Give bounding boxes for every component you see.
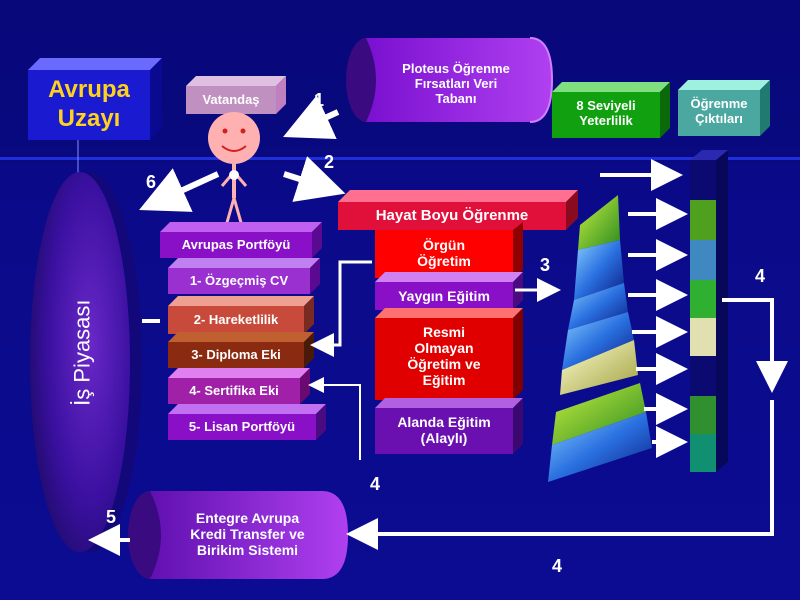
resmi-line1: Resmi xyxy=(422,324,466,340)
yeterlilik-line2: Yeterlilik xyxy=(579,112,633,128)
hayat-boyu-label: Hayat Boyu Öğrenme xyxy=(375,207,529,224)
is-piyasasi-label: İş Piyasası xyxy=(69,299,95,406)
qualification-pyramid xyxy=(548,195,652,482)
ciktilar-line1: Öğrenme xyxy=(690,96,748,111)
orgun-label: Örgün Öğretim xyxy=(375,237,513,269)
alanda-label: Alanda Eğitim (Alaylı) xyxy=(375,414,513,446)
resmi-olmayan-label: Resmi Olmayan Öğretim ve Eğitim xyxy=(375,324,513,388)
step-number-1: 1 xyxy=(314,90,325,110)
avrupa-uzayi-box xyxy=(28,58,162,140)
orgun-line2: Öğretim xyxy=(417,253,471,270)
arrow-output-down xyxy=(722,298,788,393)
avrupa-line1: Avrupa xyxy=(48,76,130,103)
portfolio-item-5: 5- Lisan Portföyü xyxy=(188,419,296,434)
ploteus-line1: Ploteus Öğrenme xyxy=(402,61,510,76)
entegre-line1: Entegre Avrupa xyxy=(195,510,300,526)
step-number-3: 3 xyxy=(540,255,551,275)
portfolio-item-2: 2- Hareketlilik xyxy=(193,312,279,327)
step-number-6: 6 xyxy=(146,172,157,192)
ciktilar-box xyxy=(678,80,770,136)
entegre-line3: Birikim Sistemi xyxy=(196,542,299,559)
alanda-line2: (Alaylı) xyxy=(420,430,468,447)
ciktilar-column xyxy=(690,150,728,472)
entegre-line2: Kredi Transfer ve xyxy=(190,526,305,543)
education-stack xyxy=(375,222,523,454)
ploteus-line3: Tabanı xyxy=(435,90,477,106)
ploteus-line2: Fırsatları Veri xyxy=(414,75,498,91)
orgun-line1: Örgün xyxy=(423,237,465,253)
resmi-line2: Olmayan xyxy=(414,340,474,357)
person-figure xyxy=(208,112,260,227)
arrow-2 xyxy=(283,156,346,202)
yeterlilik-box xyxy=(552,82,670,138)
arrow-4-return xyxy=(346,400,774,550)
resmi-line4: Eğitim xyxy=(422,372,466,389)
resmi-line3: Öğretim ve xyxy=(407,356,481,373)
is-piyasasi-cylinder xyxy=(30,172,142,552)
flow-arrows xyxy=(88,95,788,556)
arrow-1 xyxy=(283,95,340,139)
entegre-label: Entegre Avrupa Kredi Transfer ve Birikim… xyxy=(165,510,330,558)
avrupa-line2: Uzayı xyxy=(57,104,121,132)
ploteus-label: Ploteus Öğrenme Fırsatları Veri Tabanı xyxy=(380,61,532,107)
arrow-6 xyxy=(139,168,220,212)
avrupa-uzayi-title: Avrupa Uzayı xyxy=(28,76,150,134)
ciktilar-label: Öğrenme Çıktıları xyxy=(678,96,760,127)
entegre-scroll xyxy=(128,491,348,579)
arrow-sertifika xyxy=(308,377,361,460)
portfolio-item-4: 4- Sertifika Eki xyxy=(189,383,279,398)
yaygin-label: Yaygın Eğitim xyxy=(398,288,490,304)
yeterlilik-line1: 8 Seviyeli xyxy=(576,98,636,113)
ploteus-database xyxy=(346,37,554,123)
yeterlilik-label: 8 Seviyeli Yeterlilik xyxy=(552,98,660,129)
step-number-5: 5 xyxy=(106,507,117,527)
portfolio-item-0: Avrupas Portföyü xyxy=(181,237,291,252)
portfolio-stack xyxy=(160,222,326,440)
alanda-line1: Alanda Eğitim xyxy=(397,414,491,430)
step-number-4b: 4 xyxy=(370,474,381,494)
portfolio-item-1: 1- Özgeçmiş CV xyxy=(189,273,289,288)
hayat-boyu-bar xyxy=(338,190,578,230)
arrow-orgun-diploma xyxy=(310,260,372,357)
portfolio-item-3: 3- Diploma Eki xyxy=(191,347,281,362)
step-number-4a: 4 xyxy=(755,266,766,286)
vatandas-label: Vatandaş xyxy=(202,92,260,107)
step-number-4c: 4 xyxy=(552,556,563,576)
ciktilar-line2: Çıktıları xyxy=(695,110,743,126)
step-number-2: 2 xyxy=(324,152,335,172)
